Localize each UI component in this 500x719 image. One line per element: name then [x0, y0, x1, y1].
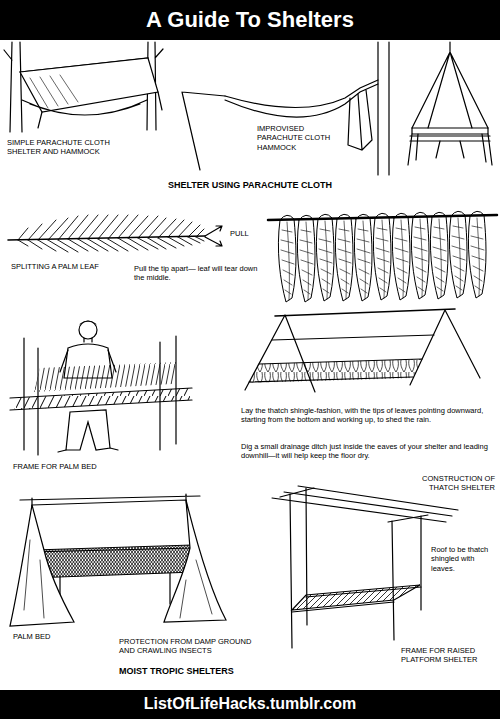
instruction-note: Lay the thatch shingle-fashion, with the… — [240, 406, 495, 425]
tree-trunk — [378, 42, 389, 175]
pull-label: PULL — [229, 229, 259, 238]
man-legs — [66, 410, 110, 450]
tent-band — [410, 128, 490, 141]
line-art — [4, 42, 497, 648]
thatch-pole — [268, 215, 497, 220]
tarp-fold — [30, 75, 78, 108]
platform-post — [290, 494, 394, 648]
tree-trunk — [4, 42, 163, 132]
batten — [249, 335, 434, 382]
bed-rail — [10, 388, 192, 410]
a-frame — [245, 310, 480, 392]
man-feet — [58, 448, 118, 452]
instruction-note: Pull the tip apart— leaf will tear down … — [133, 264, 263, 283]
instruction-note: Dig a small drainage ditch just inside t… — [240, 442, 495, 461]
title-bar — [0, 0, 500, 40]
watermark: ListOfLifeHacks.tumblr.com — [0, 694, 500, 714]
tent-drape — [408, 134, 492, 165]
figure-caption: PROTECTION FROM DAMP GROUND AND CRAWLING… — [118, 637, 268, 656]
man-hair — [80, 321, 96, 324]
tent-panel — [412, 42, 488, 128]
figure-caption: SIMPLE PARACHUTE CLOTH SHELTER AND HAMMO… — [6, 138, 141, 157]
bed-post — [38, 342, 160, 455]
figure-caption: PALM BED — [12, 632, 92, 641]
section-caption: MOIST TROPIC SHELTERS — [118, 666, 318, 677]
split-tip-arrow — [205, 226, 222, 246]
support-rope — [182, 92, 225, 170]
footer-bar — [0, 690, 500, 719]
hanging-cloth — [348, 90, 372, 150]
stake-line — [38, 92, 162, 128]
page-title: A Guide To Shelters — [0, 6, 500, 34]
palm-leaves-on-bed — [34, 362, 178, 392]
palm-leaflet — [18, 215, 204, 240]
thatch-shingles — [249, 359, 422, 383]
bed-slats — [14, 388, 190, 410]
man-head — [79, 321, 97, 339]
figure-caption: IMPROVISED PARACHUTE CLOTH HAMMOCK — [256, 124, 341, 152]
cloth-hammock — [225, 80, 378, 117]
hammock — [22, 100, 147, 115]
palm-leaflet — [18, 237, 204, 252]
platform-floor — [292, 585, 420, 610]
ridge-pole — [275, 309, 455, 316]
leaf-midrib — [8, 236, 205, 240]
back-cover — [30, 500, 192, 552]
figure-caption: FRAME FOR PALM BED — [12, 462, 162, 471]
drape-fold — [24, 540, 44, 618]
instruction-note: Roof to be thatch shingled with leaves. — [430, 545, 494, 573]
drape-fold — [180, 560, 212, 618]
cover-drape — [10, 505, 74, 626]
man-neck — [84, 338, 92, 342]
figure-caption: CONSTRUCTION OF THATCH SHELTER — [412, 474, 496, 493]
cover-drape — [164, 500, 226, 622]
figure-caption: FRAME FOR RAISED PLATFORM SHELTER — [400, 646, 495, 665]
section-caption: SHELTER USING PARACHUTE CLOTH — [100, 180, 400, 191]
